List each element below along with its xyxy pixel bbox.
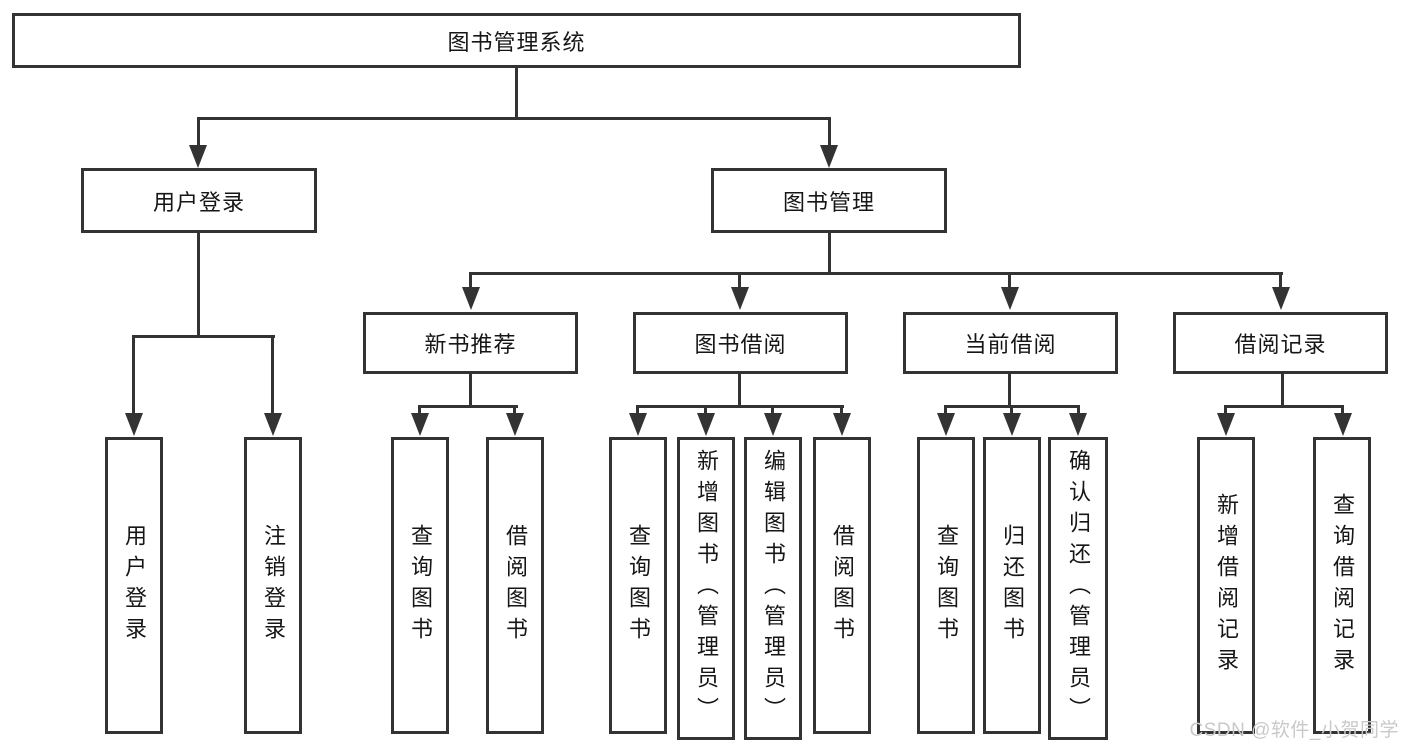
- node-book-management: 图书管理: [711, 168, 947, 233]
- node-leaf-br-add-record: 新增借阅记录: [1197, 437, 1255, 734]
- connector-line: [1008, 274, 1011, 292]
- connector-line: [738, 374, 741, 407]
- node-label: 新增借阅记录: [1214, 492, 1239, 679]
- node-label: 查询借阅记录: [1330, 492, 1355, 679]
- node-leaf-cb-query-book: 查询图书: [917, 437, 975, 734]
- node-current-borrowing: 当前借阅: [903, 312, 1118, 374]
- arrow-down-icon: [629, 413, 647, 436]
- connector-line: [1224, 407, 1227, 417]
- connector-line: [1281, 374, 1284, 407]
- connector-line: [828, 233, 831, 274]
- connector-line: [771, 407, 774, 417]
- arrow-down-icon: [1069, 413, 1087, 436]
- node-label: 借阅图书: [830, 523, 855, 648]
- arrow-down-icon: [731, 287, 749, 310]
- connector-line: [513, 407, 516, 417]
- node-label: 图书管理系统: [447, 29, 586, 55]
- connector-line: [1224, 405, 1344, 408]
- arrow-down-icon: [1272, 287, 1290, 310]
- connector-line: [469, 274, 472, 292]
- node-label: 图书借阅: [694, 332, 787, 357]
- node-label: 归还图书: [1000, 523, 1025, 648]
- connector-line: [132, 335, 275, 338]
- connector-line: [704, 407, 707, 417]
- node-leaf-cb-confirm-return-admin: 确认归还（管理员）: [1048, 437, 1108, 740]
- node-leaf-logout: 注销登录: [244, 437, 302, 734]
- node-label: 图书管理: [782, 189, 875, 215]
- node-leaf-bb-borrow-book: 借阅图书: [813, 437, 871, 734]
- arrow-down-icon: [1003, 413, 1021, 436]
- arrow-down-icon: [125, 413, 143, 436]
- arrow-down-icon: [833, 413, 851, 436]
- node-library-management-system: 图书管理系统: [12, 13, 1021, 68]
- connector-line: [197, 233, 200, 337]
- node-leaf-bb-add-book-admin: 新增图书（管理员）: [677, 437, 735, 740]
- arrow-down-icon: [189, 145, 207, 168]
- arrow-down-icon: [1001, 287, 1019, 310]
- arrow-down-icon: [462, 287, 480, 310]
- connector-line: [1008, 374, 1011, 407]
- connector-line: [738, 274, 741, 292]
- connector-line: [1341, 407, 1344, 417]
- connector-line: [469, 374, 472, 407]
- arrow-down-icon: [506, 413, 524, 436]
- node-label: 新增图书（管理员）: [694, 449, 719, 728]
- node-book-borrowing: 图书借阅: [633, 312, 848, 374]
- node-user-login: 用户登录: [81, 168, 317, 233]
- node-label: 用户登录: [152, 189, 245, 215]
- connector-line: [1077, 407, 1080, 417]
- arrow-down-icon: [264, 413, 282, 436]
- connector-line: [1010, 407, 1013, 417]
- node-leaf-nb-query-book: 查询图书: [391, 437, 449, 734]
- node-label: 借阅图书: [503, 523, 528, 648]
- node-label: 编辑图书（管理员）: [761, 449, 786, 728]
- node-leaf-user-login: 用户登录: [105, 437, 163, 734]
- watermark: CSDN @软件_小贺同学: [1189, 720, 1399, 741]
- node-label: 用户登录: [122, 523, 147, 648]
- connector-line: [636, 407, 639, 417]
- connector-line: [840, 407, 843, 417]
- connector-line: [515, 68, 518, 119]
- arrow-down-icon: [937, 413, 955, 436]
- node-leaf-cb-return-book: 归还图书: [983, 437, 1041, 734]
- connector-line: [132, 337, 135, 417]
- node-label: 确认归还（管理员）: [1066, 449, 1091, 728]
- arrow-down-icon: [820, 145, 838, 168]
- arrow-down-icon: [411, 413, 429, 436]
- node-borrowing-records: 借阅记录: [1173, 312, 1388, 374]
- node-label: 查询图书: [626, 523, 651, 648]
- node-label: 当前借阅: [964, 332, 1057, 357]
- connector-line: [197, 117, 831, 120]
- connector-line: [828, 119, 831, 149]
- node-new-book-recommendation: 新书推荐: [363, 312, 578, 374]
- connector-line: [418, 405, 518, 408]
- connector-line: [1279, 274, 1282, 292]
- arrow-down-icon: [764, 413, 782, 436]
- node-label: 借阅记录: [1234, 332, 1327, 357]
- arrow-down-icon: [1334, 413, 1352, 436]
- node-label: 查询图书: [934, 523, 959, 648]
- connector-line: [944, 405, 1080, 408]
- arrow-down-icon: [697, 413, 715, 436]
- connector-line: [636, 405, 844, 408]
- connector-line: [271, 337, 274, 417]
- connector-line: [944, 407, 947, 417]
- node-label: 新书推荐: [424, 332, 517, 357]
- node-leaf-nb-borrow-book: 借阅图书: [486, 437, 544, 734]
- node-label: 查询图书: [408, 523, 433, 648]
- node-leaf-br-query-record: 查询借阅记录: [1313, 437, 1371, 734]
- arrow-down-icon: [1217, 413, 1235, 436]
- node-label: 注销登录: [261, 523, 286, 648]
- connector-line: [469, 272, 1283, 275]
- connector-line: [197, 119, 200, 149]
- node-leaf-bb-query-book: 查询图书: [609, 437, 667, 734]
- connector-line: [418, 407, 421, 417]
- node-leaf-bb-edit-book-admin: 编辑图书（管理员）: [744, 437, 802, 740]
